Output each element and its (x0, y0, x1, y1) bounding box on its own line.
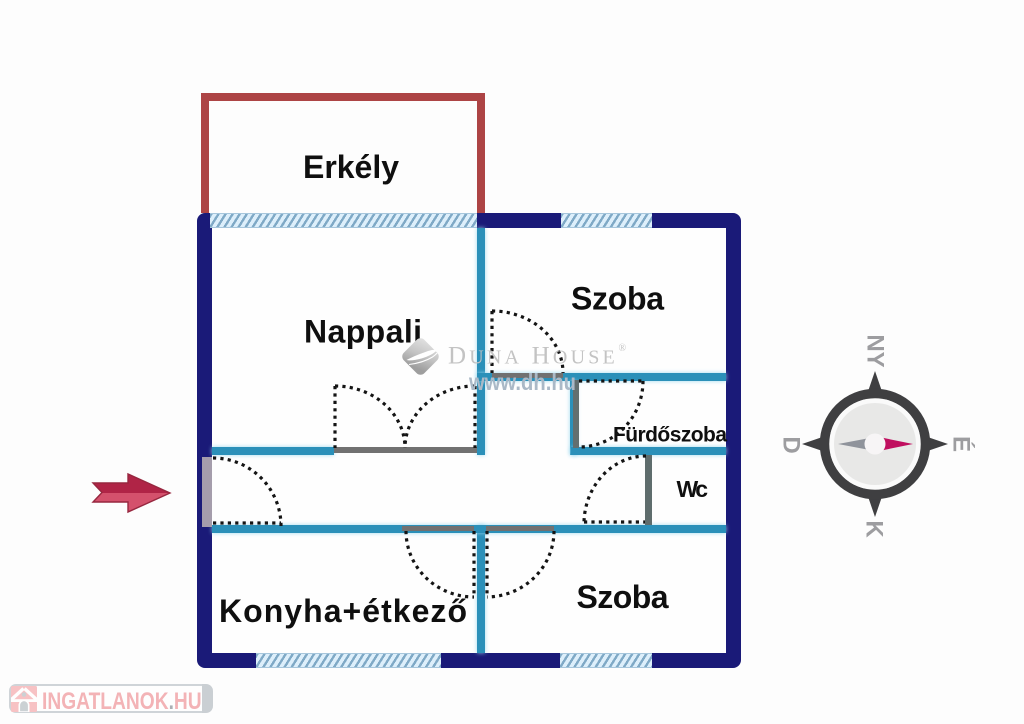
svg-text:Szoba: Szoba (571, 281, 664, 317)
svg-text:www.dh.hu: www.dh.hu (468, 369, 576, 395)
svg-text:Erkély: Erkély (303, 149, 399, 185)
svg-text:DUNA HOUSE: DUNA HOUSE (448, 343, 618, 370)
svg-text:Wc: Wc (677, 476, 709, 502)
svg-text:®: ® (619, 343, 627, 354)
svg-text:Nappali: Nappali (304, 314, 422, 350)
svg-text:NY: NY (862, 334, 889, 367)
svg-text:Szoba: Szoba (577, 579, 669, 615)
svg-text:É: É (948, 436, 976, 452)
svg-text:K: K (861, 520, 888, 538)
svg-text:Fürdőszoba: Fürdőszoba (613, 424, 727, 447)
svg-text:Konyha+étkező: Konyha+étkező (219, 593, 467, 629)
svg-text:D: D (778, 436, 805, 453)
